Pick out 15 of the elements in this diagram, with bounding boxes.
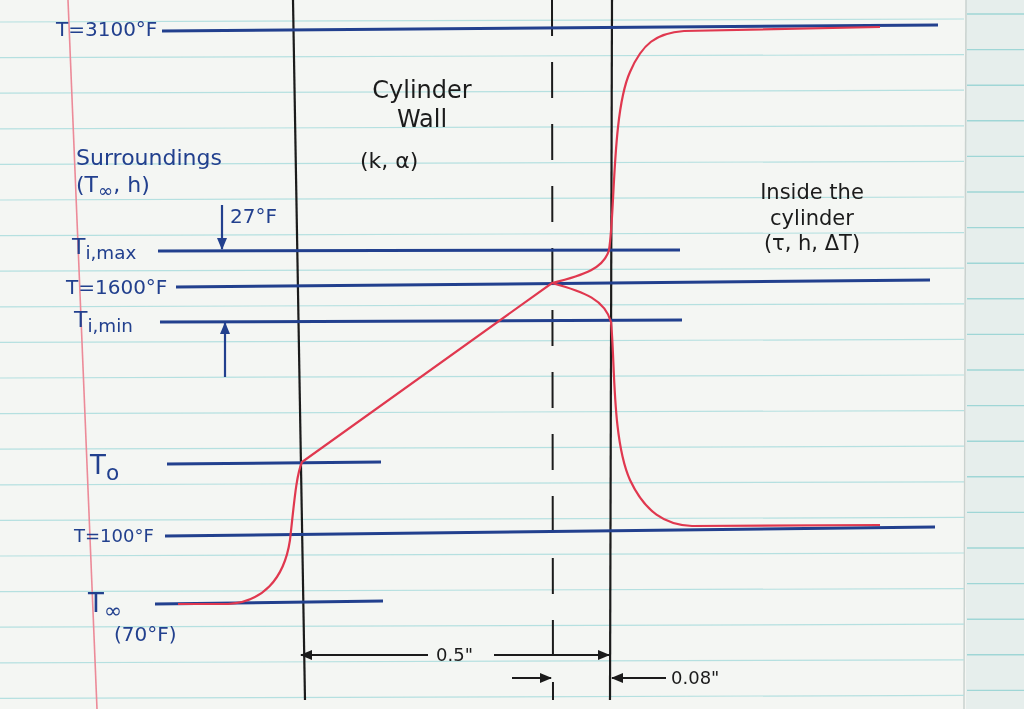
property-label: (k, α): [360, 148, 419, 175]
temperature-label: T=3100°F: [56, 17, 158, 42]
dimension-label: 0.5": [436, 644, 473, 666]
temperature-label: T$_{i,min}$: [74, 307, 133, 338]
temperature-label: T=100°F: [74, 525, 154, 547]
temperature-difference-label: 27°F: [230, 204, 277, 229]
temperature-label: T$_{o}$: [90, 450, 120, 487]
temperature-label: (70°F): [114, 622, 177, 647]
region-label: Surroundings (T$_{∞}$, h): [76, 145, 223, 203]
temperature-label: T=1600°F: [66, 275, 168, 300]
temperature-label: T$_{i,max}$: [72, 234, 137, 265]
temperature-label: T$_{∞}$: [88, 588, 122, 625]
dimension-label: 0.08": [671, 667, 720, 689]
region-label: Inside the cylinder (τ, h, ΔT): [759, 180, 865, 257]
region-label: Cylinder Wall: [371, 76, 473, 135]
